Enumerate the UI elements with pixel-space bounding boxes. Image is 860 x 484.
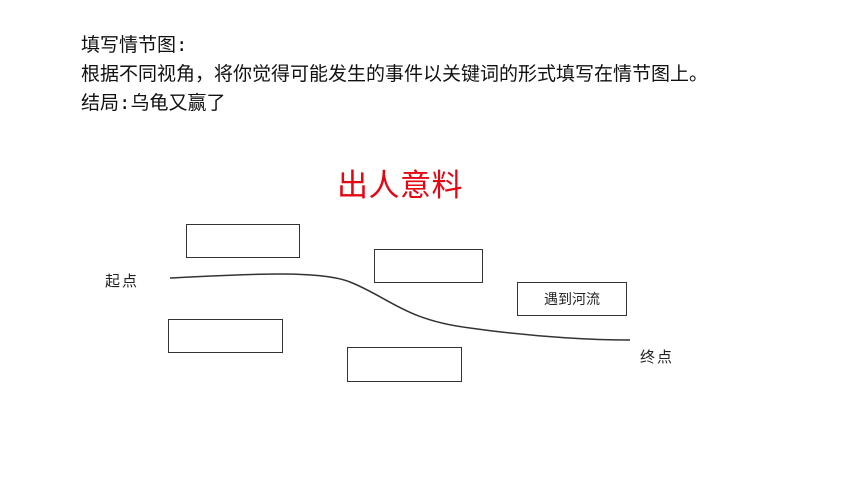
- instruction-title: 填写情节图:: [81, 34, 188, 56]
- event-box-2[interactable]: [374, 249, 483, 283]
- event-box-5-label: [348, 348, 461, 381]
- instruction-body: 根据不同视角，将你觉得可能发生的事件以关键词的形式填写在情节图上。: [81, 63, 709, 85]
- event-box-2-label: [375, 250, 482, 282]
- diagram-heading: 出人意料: [337, 168, 463, 204]
- event-box-3[interactable]: 遇到河流: [517, 282, 627, 316]
- event-box-3-label: 遇到河流: [544, 292, 600, 308]
- start-label: 起点: [105, 272, 140, 290]
- event-box-1-label: [187, 225, 299, 257]
- event-box-4-label: [169, 320, 282, 352]
- event-box-5[interactable]: [347, 347, 462, 382]
- event-box-1[interactable]: [186, 224, 300, 258]
- end-label: 终点: [640, 348, 675, 366]
- instructions: 填写情节图: 根据不同视角，将你觉得可能发生的事件以关键词的形式填写在情节图上。…: [81, 31, 801, 118]
- plot-line: [169, 273, 631, 341]
- event-box-4[interactable]: [168, 319, 283, 353]
- instruction-ending: 结局:乌龟又赢了: [81, 92, 226, 114]
